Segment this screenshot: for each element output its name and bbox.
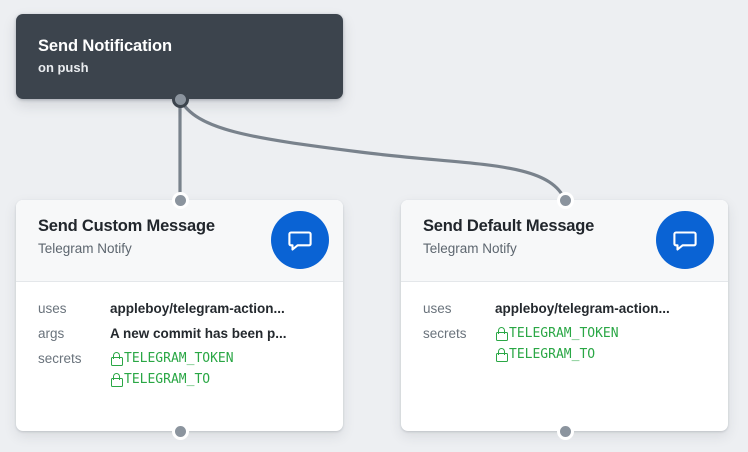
node-row-uses: uses appleboy/telegram-action... [38, 298, 325, 320]
node-custom-input-port[interactable] [171, 191, 189, 209]
node-row-args: args A new commit has been p... [38, 323, 325, 345]
node-body: uses appleboy/telegram-action... args A … [16, 282, 343, 390]
row-value: appleboy/telegram-action... [110, 301, 285, 316]
node-default-output-port[interactable] [556, 422, 574, 440]
node-title: Send Custom Message [38, 217, 215, 235]
node-custom-output-port[interactable] [171, 422, 189, 440]
row-label: secrets [423, 326, 467, 341]
row-label: uses [38, 301, 67, 316]
node-subtitle: Telegram Notify [38, 241, 132, 256]
trigger-subtitle: on push [38, 60, 89, 75]
chat-bubble-icon [271, 211, 329, 269]
secret-name: TELEGRAM_TOKEN [509, 326, 619, 341]
action-node-send-default-message[interactable]: Send Default Message Telegram Notify use… [401, 200, 728, 431]
row-value: A new commit has been p... [110, 326, 287, 341]
trigger-output-port[interactable] [171, 90, 189, 108]
trigger-title: Send Notification [38, 37, 172, 55]
lock-icon [495, 326, 508, 341]
secret-name: TELEGRAM_TOKEN [124, 351, 234, 366]
secret-name: TELEGRAM_TO [124, 372, 211, 387]
lock-icon [495, 347, 508, 362]
secret-name: TELEGRAM_TO [509, 347, 596, 362]
node-default-input-port[interactable] [556, 191, 574, 209]
secret-item: TELEGRAM_TOKEN [110, 348, 234, 369]
node-title: Send Default Message [423, 217, 595, 235]
row-label: secrets [38, 351, 82, 366]
secret-item: TELEGRAM_TO [495, 344, 619, 365]
secret-item: TELEGRAM_TO [110, 369, 234, 390]
secrets-list: TELEGRAM_TOKEN TELEGRAM_TO [495, 323, 619, 365]
node-body: uses appleboy/telegram-action... secrets… [401, 282, 728, 365]
lock-icon [110, 351, 123, 366]
action-node-send-custom-message[interactable]: Send Custom Message Telegram Notify uses… [16, 200, 343, 431]
row-value: appleboy/telegram-action... [495, 301, 670, 316]
lock-icon [110, 372, 123, 387]
chat-bubble-icon [656, 211, 714, 269]
row-label: args [38, 326, 65, 341]
node-header: Send Default Message Telegram Notify [401, 200, 728, 282]
node-header: Send Custom Message Telegram Notify [16, 200, 343, 282]
edge-trigger-to-default [178, 97, 567, 202]
node-subtitle: Telegram Notify [423, 241, 517, 256]
node-row-secrets: secrets TELEGRAM_TOKEN TELEGRAM_TO [38, 348, 325, 390]
row-label: uses [423, 301, 452, 316]
secret-item: TELEGRAM_TOKEN [495, 323, 619, 344]
node-row-uses: uses appleboy/telegram-action... [423, 298, 710, 320]
secrets-list: TELEGRAM_TOKEN TELEGRAM_TO [110, 348, 234, 390]
node-row-secrets: secrets TELEGRAM_TOKEN TELEGRAM_TO [423, 323, 710, 365]
trigger-node[interactable]: Send Notification on push [16, 14, 343, 99]
